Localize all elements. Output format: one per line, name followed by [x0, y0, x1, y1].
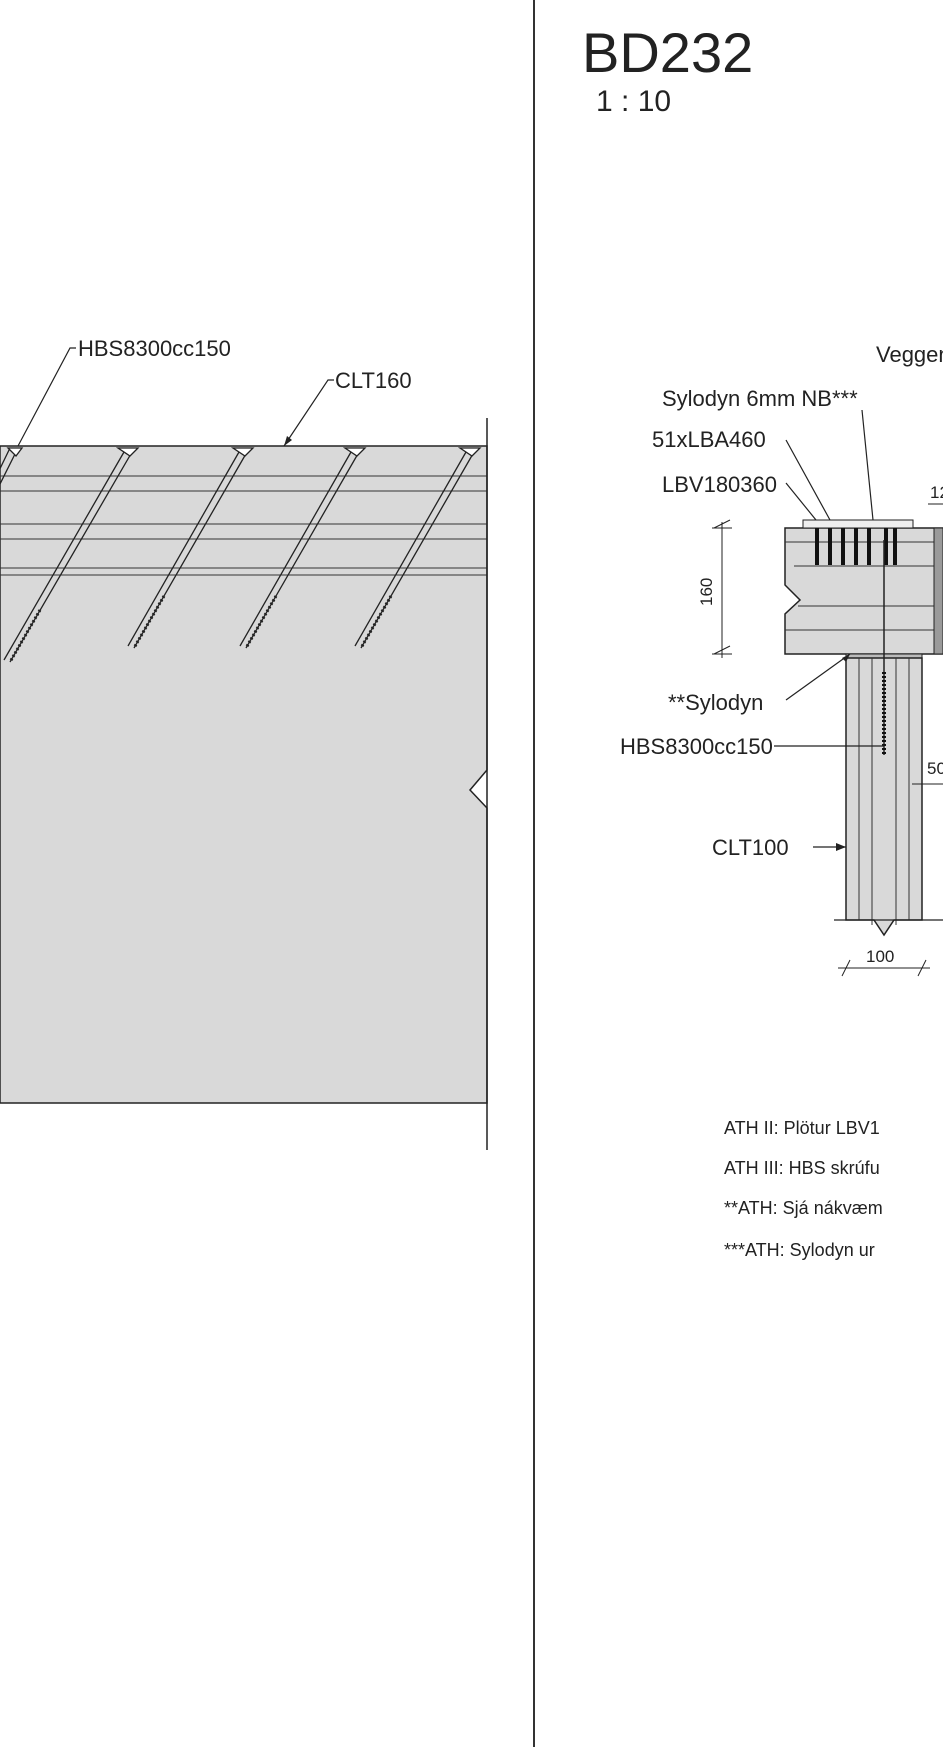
- right-detail: BD232 1 : 10: [582, 21, 943, 1260]
- hbs-screw: [239, 447, 367, 649]
- note-line: ATH II: Plötur LBV1: [724, 1118, 880, 1138]
- hbs-screw: [127, 447, 255, 649]
- dim-label-160: 160: [697, 578, 716, 606]
- leaders-right: [774, 409, 884, 848]
- label-hbs-right: HBS8300cc150: [620, 734, 773, 759]
- adjacent-element: [933, 527, 943, 655]
- label-sylodyn-top: Sylodyn 6mm NB***: [662, 386, 858, 411]
- hbs-screw: [3, 447, 140, 663]
- left-detail: HBS8300cc150 CLT160: [0, 336, 488, 1150]
- clt-slab: [784, 527, 943, 655]
- leader-hbs-left: [17, 347, 76, 447]
- label-clt160: CLT160: [335, 368, 412, 393]
- label-clt100: CLT100: [712, 835, 789, 860]
- drawing-scale: 1 : 10: [596, 85, 671, 118]
- lba-nails: [815, 528, 897, 565]
- label-veggen: Veggen: [876, 342, 943, 367]
- dim-label-12: 12: [930, 483, 943, 502]
- label-sylodyn-bottom: **Sylodyn: [668, 690, 763, 715]
- slab-layers: [785, 541, 943, 631]
- label-hbs-left: HBS8300cc150: [78, 336, 231, 361]
- dim-label-100: 100: [866, 947, 894, 966]
- note-line: ATH III: HBS skrúfu: [724, 1158, 880, 1178]
- hbs-screw: [354, 447, 482, 649]
- dimension-160: [712, 519, 732, 658]
- left-wall-body: [0, 445, 488, 1104]
- drawing-code: BD232: [582, 21, 753, 84]
- hbs-screws: [0, 447, 482, 663]
- note-line: ***ATH: Sylodyn ur: [724, 1240, 875, 1260]
- leader-clt160: [283, 379, 334, 447]
- sylodyn-top-strip: [802, 519, 914, 529]
- label-lbv: LBV180360: [662, 472, 777, 497]
- wall-layers: [858, 658, 910, 925]
- dim-label-50: 50: [927, 759, 943, 778]
- dimension-100: [838, 959, 930, 977]
- label-lba: 51xLBA460: [652, 427, 766, 452]
- hbs-screw: [0, 447, 24, 486]
- note-line: **ATH: Sjá nákvæm: [724, 1198, 883, 1218]
